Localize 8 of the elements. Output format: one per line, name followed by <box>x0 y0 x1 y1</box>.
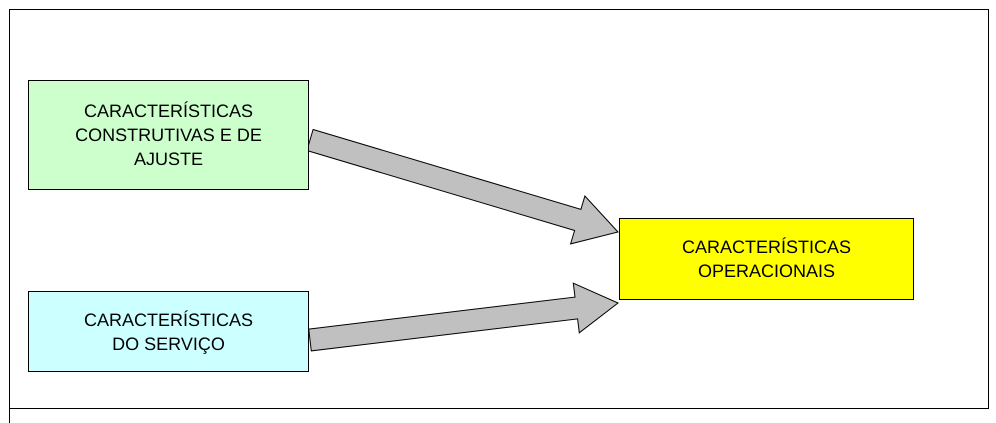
box-label: CARACTERÍSTICAS CONSTRUTIVAS E DE AJUSTE <box>74 100 263 171</box>
box-label: CARACTERÍSTICAS OPERACIONAIS <box>680 236 852 283</box>
text-box <box>619 218 914 300</box>
text-box <box>28 291 309 372</box>
block-arrow <box>308 282 619 352</box>
block-arrow <box>306 128 619 245</box>
text-box <box>28 80 309 190</box>
box-label: CARACTERÍSTICAS DO SERVIÇO <box>82 308 254 356</box>
